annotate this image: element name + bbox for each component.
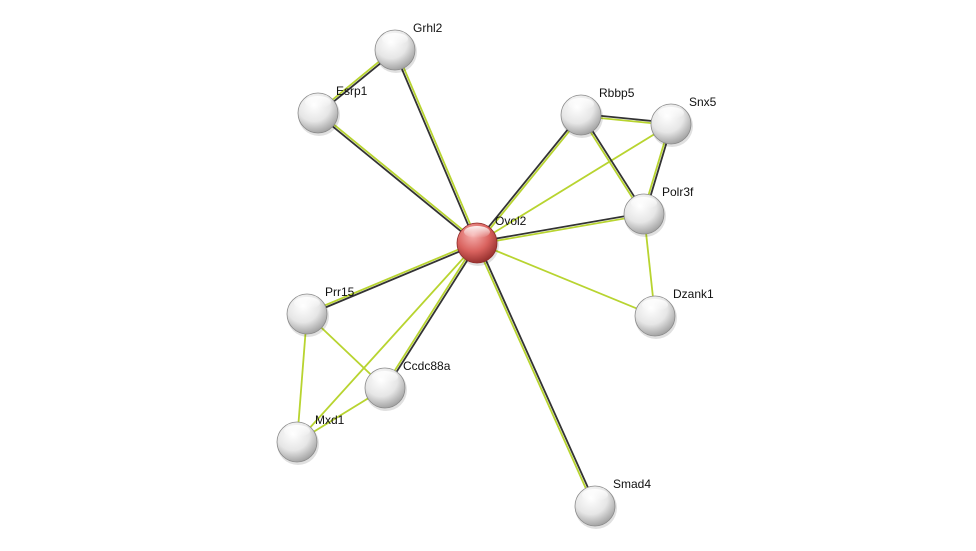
node-highlight <box>582 489 608 501</box>
edge-ovol2-snx5[interactable] <box>476 123 672 244</box>
coexpression-evidence-line <box>476 212 644 243</box>
node-label: Ccdc88a <box>403 359 451 373</box>
node-polr3f[interactable]: Polr3f <box>623 185 694 237</box>
edge-ovol2-ccdc88a[interactable] <box>383 241 479 390</box>
node-highlight <box>568 98 594 110</box>
edge-ovol2-grhl2[interactable] <box>393 49 479 244</box>
textmining-evidence-line <box>475 243 595 507</box>
edge-ovol2-esrp1[interactable] <box>316 111 479 245</box>
coexpression-evidence-line <box>316 113 477 245</box>
textmining-evidence-line <box>296 242 478 443</box>
node-label: Rbbp5 <box>599 86 635 100</box>
coexpression-evidence-line <box>385 243 479 390</box>
textmining-evidence-line <box>477 115 583 245</box>
node-label: Prr15 <box>325 285 355 299</box>
textmining-evidence-line <box>395 49 479 243</box>
edge-ovol2-dzank1[interactable] <box>476 242 656 317</box>
node-dzank1[interactable]: Dzank1 <box>634 287 714 339</box>
node-rbbp5[interactable]: Rbbp5 <box>560 86 635 138</box>
node-ovol2[interactable]: Ovol2 <box>456 214 527 266</box>
node-label: Ovol2 <box>495 214 527 228</box>
node-highlight <box>642 299 668 311</box>
node-grhl2[interactable]: Grhl2 <box>374 21 443 73</box>
node-label: Esrp1 <box>336 84 368 98</box>
edge-ovol2-mxd1[interactable] <box>296 242 478 443</box>
edge-ovol2-rbbp5[interactable] <box>475 113 583 245</box>
node-highlight <box>464 226 490 238</box>
textmining-evidence-line <box>477 214 645 245</box>
node-mxd1[interactable]: Mxd1 <box>276 413 345 465</box>
node-prr15[interactable]: Prr15 <box>286 285 355 337</box>
node-highlight <box>284 425 310 437</box>
edge-ovol2-prr15[interactable] <box>306 241 478 316</box>
node-label: Grhl2 <box>413 21 443 35</box>
edge-ovol2-smad4[interactable] <box>475 242 597 507</box>
node-highlight <box>305 96 331 108</box>
textmining-evidence-line <box>296 313 308 443</box>
coexpression-evidence-line <box>393 50 477 244</box>
node-snx5[interactable]: Snx5 <box>650 95 717 147</box>
node-highlight <box>631 197 657 209</box>
node-smad4[interactable]: Smad4 <box>574 477 651 529</box>
textmining-evidence-line <box>383 241 477 388</box>
node-label: Dzank1 <box>673 287 714 301</box>
textmining-evidence-line <box>306 241 477 314</box>
coexpression-evidence-line <box>475 113 581 243</box>
node-label: Snx5 <box>689 95 717 109</box>
node-highlight <box>294 297 320 309</box>
node-label: Smad4 <box>613 477 651 491</box>
edges-layer <box>296 48 673 507</box>
node-label: Mxd1 <box>315 413 345 427</box>
textmining-evidence-line <box>476 123 672 244</box>
coexpression-evidence-line <box>307 243 478 316</box>
node-esrp1[interactable]: Esrp1 <box>297 84 368 136</box>
edge-prr15-mxd1[interactable] <box>296 313 308 443</box>
node-label: Polr3f <box>662 185 694 199</box>
node-ccdc88a[interactable]: Ccdc88a <box>364 359 451 411</box>
textmining-evidence-line <box>318 111 479 243</box>
node-highlight <box>658 107 684 119</box>
textmining-evidence-line <box>476 242 656 317</box>
node-highlight <box>372 371 398 383</box>
coexpression-evidence-line <box>477 242 597 506</box>
edge-ovol2-polr3f[interactable] <box>476 212 645 245</box>
node-highlight <box>382 33 408 45</box>
